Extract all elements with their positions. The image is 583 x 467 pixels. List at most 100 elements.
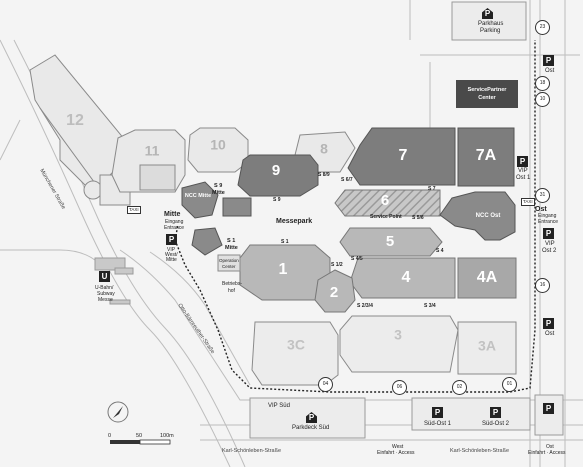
ost-entrance-en-label: Entrance xyxy=(538,219,559,225)
mitte-entrance-label: Entrance xyxy=(164,225,185,231)
hall-12-area xyxy=(29,54,131,206)
service-point-label: Service Point xyxy=(370,214,402,220)
hall-7a-number: 7A xyxy=(476,147,497,164)
gate-badge-06: 06 xyxy=(392,380,407,395)
ncc-ost-label: NCC Ost xyxy=(476,213,501,219)
ncc-mitte-label-1: NCC Mitte xyxy=(185,193,211,199)
s1-label: S 1 xyxy=(281,239,289,245)
hall-11-annex xyxy=(139,164,176,191)
vip-west-label-c: Mitte xyxy=(166,257,177,263)
ncc-mitte-annex xyxy=(222,197,252,217)
s56-label: S 5/6 xyxy=(412,215,424,221)
hall-9-number: 9 xyxy=(272,162,280,179)
parking-ost-lower-icon: P xyxy=(543,318,554,329)
s9-label: S 9 xyxy=(273,197,281,203)
hall-3[interactable] xyxy=(339,315,459,373)
hall-4a-number: 4A xyxy=(477,269,498,286)
hall-7-number: 7 xyxy=(399,147,408,164)
scale-bar: 0 50 100m xyxy=(108,433,174,445)
hall-5-number: 5 xyxy=(386,233,394,250)
gate-badge-31: 31 xyxy=(535,188,550,203)
mitte-eingang-label: Eingang xyxy=(165,219,184,225)
road-karl-2: Karl-Schönleben-Straße xyxy=(450,448,509,454)
north-arrow-icon xyxy=(107,401,129,423)
svg-text:100m: 100m xyxy=(160,433,174,439)
parking-label: Parking xyxy=(480,28,501,34)
gate-badge-10: 10 xyxy=(535,92,550,107)
hall-3a-number: 3A xyxy=(478,338,496,354)
taxi-ost-icon: TAXI xyxy=(521,198,535,206)
servicepartner-center xyxy=(456,80,518,108)
parking-vip-west-icon: P xyxy=(166,234,177,245)
s234-label: S 2/3/4 xyxy=(357,303,373,309)
vip-west-label-b: West/ xyxy=(165,252,178,258)
gate-badge-18: 18 xyxy=(535,76,550,91)
hall-6[interactable] xyxy=(334,189,441,217)
ost-access-label-a: Ost xyxy=(546,444,554,450)
vip-ost2-label-a: VIP xyxy=(545,241,555,247)
hall-4-number: 4 xyxy=(402,269,411,286)
hall-8-number: 8 xyxy=(320,141,328,157)
vip-ost1-label-b: Ost 1 xyxy=(516,175,531,181)
parkhaus-icon: P xyxy=(482,8,493,19)
s89-label: S 8/9 xyxy=(318,172,330,178)
hall-3c[interactable] xyxy=(251,321,339,386)
betriebshof-label-1: Betriebs- xyxy=(222,281,243,287)
center-label: Center xyxy=(478,95,496,101)
ost-eingang-label: Eingang xyxy=(538,213,557,219)
hall-7a[interactable] xyxy=(457,127,515,187)
road-muenchener: Münchener Straße xyxy=(38,168,66,210)
vip-west-label-a: VIP xyxy=(167,247,176,253)
ubahn-label-c: Messe xyxy=(98,297,113,303)
hall-7[interactable] xyxy=(347,127,456,186)
messepark-label: Messepark xyxy=(276,218,313,225)
vip-ost1-label-a: VIP xyxy=(518,168,528,174)
hall-3-number: 3 xyxy=(394,327,402,343)
vip-sued-label: VIP Süd xyxy=(268,403,290,409)
hall-2-number: 2 xyxy=(330,284,338,301)
vip-ost2-label-b: Ost 2 xyxy=(542,248,557,254)
mitte-entrance-building xyxy=(191,227,223,256)
ost-entrance-label: Ost xyxy=(535,206,547,213)
servicepartner-label: ServicePartner xyxy=(468,87,508,93)
parkdeck-sued-icon: P xyxy=(306,412,317,423)
svg-text:0: 0 xyxy=(108,433,111,439)
parking-sued-ost1-icon: P xyxy=(432,407,443,418)
road-otto: Otto-Bärnreuther-Straße xyxy=(176,303,215,355)
west-access-label-b: Einfahrt · Access xyxy=(377,450,415,456)
ubahn-label-b: Subway xyxy=(97,291,115,297)
s45-label: S 4/5 xyxy=(351,256,363,262)
hall-3a[interactable] xyxy=(457,321,517,375)
operation-center xyxy=(217,254,241,272)
hall-1-number: 1 xyxy=(279,261,288,278)
s67-label: S 6/7 xyxy=(341,177,353,183)
ncc-ost[interactable] xyxy=(439,191,516,241)
s12-label: S 1/2 xyxy=(331,262,343,268)
s4-label: S 4 xyxy=(436,248,444,254)
sued-ost2-label: Süd-Ost 2 xyxy=(482,421,510,427)
ncc-mitte[interactable] xyxy=(181,181,219,219)
hall-4a[interactable] xyxy=(457,257,517,299)
ost-top-label: Ost xyxy=(545,68,555,74)
gate-badge-01: 01 xyxy=(502,377,517,392)
gate-badge-04: 04 xyxy=(318,377,333,392)
s7-label: S 7 xyxy=(428,186,436,192)
betriebshof-label-2: hof xyxy=(228,288,235,294)
hall-2[interactable] xyxy=(314,269,356,313)
ubahn-label-a: U-Bahn/ xyxy=(95,285,114,291)
s9-mitte-label-b: Mitte xyxy=(212,190,225,196)
hall-10-number: 10 xyxy=(210,137,226,153)
s9-mitte-label-a: S 9 xyxy=(214,183,223,189)
sued-ost1-label: Süd-Ost 1 xyxy=(424,421,452,427)
ost-lower-label: Ost xyxy=(545,331,555,337)
west-access-label-a: West xyxy=(392,444,404,450)
gate-badge-02: 02 xyxy=(452,380,467,395)
operation-center-label-1: Operation xyxy=(219,258,239,263)
hall-5[interactable] xyxy=(339,227,443,257)
parking-vip-ost2-icon: P xyxy=(543,228,554,239)
s1-mitte-label-b: Mitte xyxy=(225,245,238,251)
gate-badge-16: 16 xyxy=(535,278,550,293)
hall-9[interactable] xyxy=(237,154,319,197)
hall-12-number: 12 xyxy=(66,112,84,129)
